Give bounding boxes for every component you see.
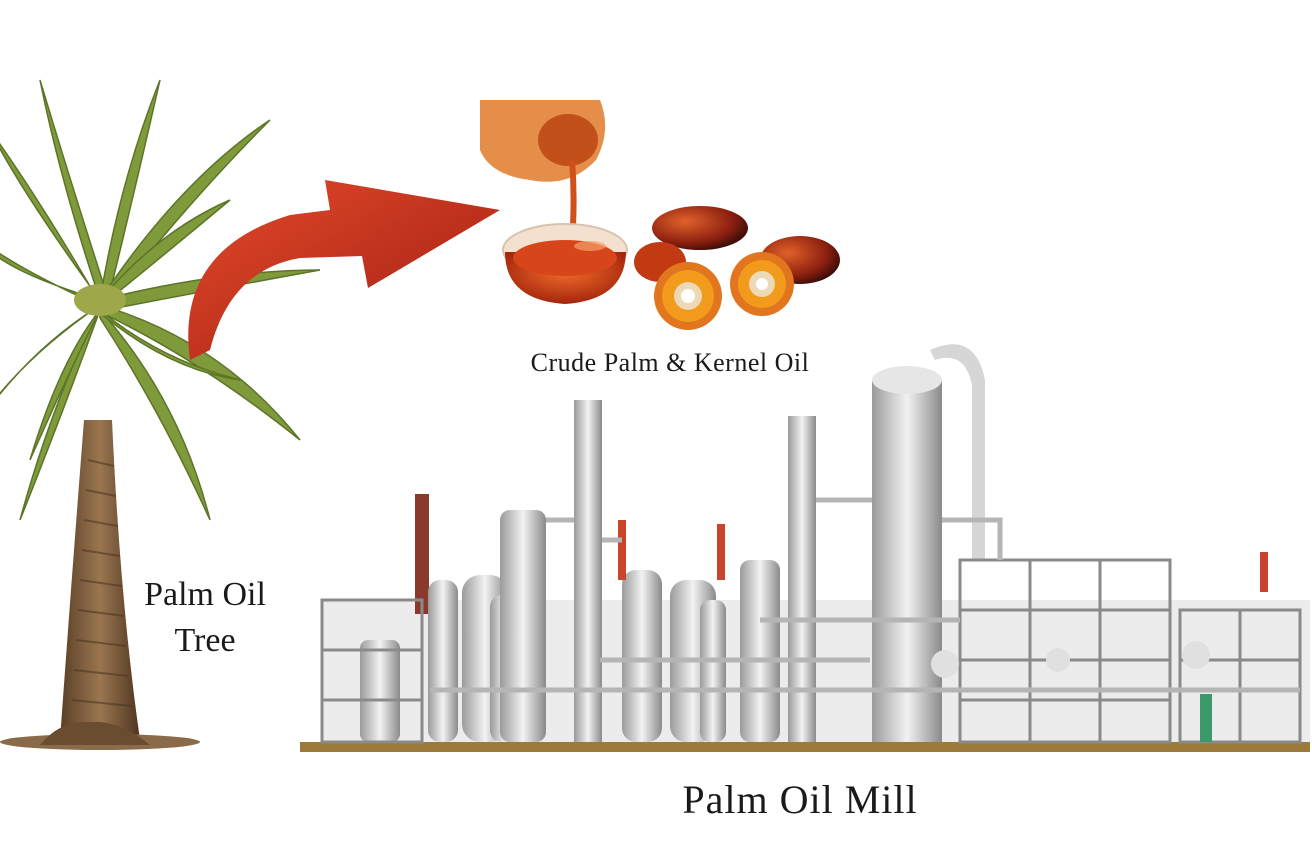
palm-fruit-icon: [634, 206, 840, 330]
oil-bowl-icon: [502, 223, 628, 304]
palm-tree-icon: [0, 79, 321, 750]
mill-label: Palm Oil Mill: [682, 777, 918, 822]
oil-label: Crude Palm & Kernel Oil: [530, 348, 810, 377]
tree-label-line1: Palm Oil: [144, 576, 266, 613]
tree-label-line2: Tree: [174, 622, 236, 659]
curved-arrow-icon: [188, 180, 500, 360]
refinery-icon: [300, 344, 1310, 752]
